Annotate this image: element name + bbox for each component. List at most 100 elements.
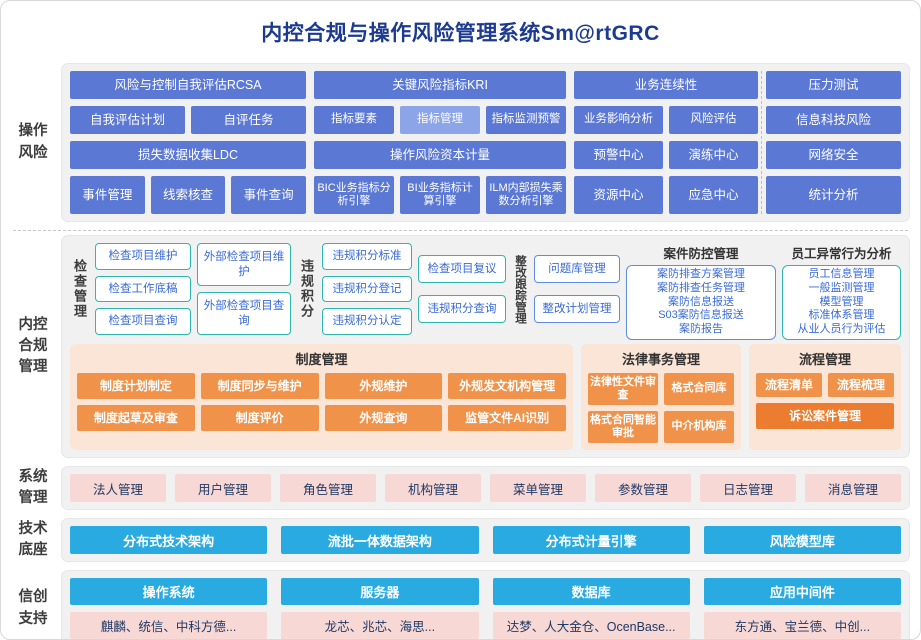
module-box: 流批一体数据架构: [281, 526, 479, 554]
section-label-system-management: 系统管理: [11, 466, 55, 510]
category-header: 服务器: [281, 578, 479, 605]
module-box: 应急中心: [669, 176, 758, 214]
category-header: 应用中间件: [703, 578, 901, 605]
category-header: 操作系统: [70, 578, 268, 605]
vendor-list: 东方通、宝兰德、中创...: [703, 612, 901, 639]
module-box: 业务影响分析: [574, 106, 663, 134]
module-box: 整改计划管理: [534, 295, 620, 323]
xinchuang-grid: 操作系统 麒麟、统信、中科方德... 服务器 龙芯、兆芯、海思... 数据库 达…: [70, 578, 901, 639]
institution-grid: 制度计划制定 制度同步与维护 外规维护 外规发文机构管理 制度起草及审查 制度评…: [77, 373, 566, 431]
module-engine: BIC业务指标分析引擎: [314, 176, 394, 214]
technology-base-panel: 分布式技术架构 流批一体数据架构 分布式计量引擎 风险模型库: [61, 518, 910, 562]
process-row: 流程清单 流程梳理: [756, 373, 894, 397]
legal-affairs-panel: 法律事务管理 法律性文件审查 格式合同库 格式合同智能审批 中介机构库: [581, 344, 741, 450]
section-technology-base: 技术底座 分布式技术架构 流批一体数据架构 分布式计量引擎 风险模型库: [11, 518, 910, 562]
internal-control-panel: 检查管理 检查项目维护 检查工作底稿 检查项目查询 外部检查项目维护 外部检查项…: [61, 235, 910, 458]
op-right-column: 压力测试: [766, 71, 901, 99]
dashed-horizontal-divider: [13, 230, 908, 231]
module-box: 资源中心: [574, 176, 663, 214]
module-item: S03案防信息报送: [658, 309, 744, 322]
module-box: 分布式技术架构: [70, 526, 268, 554]
module-box: 统计分析: [766, 176, 901, 214]
section-operational-risk: 操作风险 风险与控制自我评估RCSA 关键风险指标KRI 业务连续性 压力测试: [11, 63, 910, 222]
module-item: 案防信息报送: [668, 295, 734, 308]
category-header: 数据库: [492, 578, 690, 605]
section-xinchuang-support: 信创支持 操作系统 麒麟、统信、中科方德... 服务器 龙芯、兆芯、海思... …: [11, 570, 910, 639]
kri-group: 指标要素 指标管理 指标监测预警: [314, 106, 566, 134]
module-box: 中介机构库: [664, 411, 734, 443]
module-box: 分布式计量引擎: [492, 526, 690, 554]
policy-area: 制度管理 制度计划制定 制度同步与维护 外规维护 外规发文机构管理 制度起草及审…: [70, 344, 901, 450]
module-item: 模型管理: [819, 295, 864, 308]
rcsa-group: 事件管理 线索核查 事件查询: [70, 176, 307, 214]
module-box: 指标监测预警: [486, 106, 566, 134]
module-box: 外规维护: [324, 373, 443, 399]
op-right-column: 信息科技风险: [766, 106, 901, 134]
module-box: 事件管理: [70, 176, 145, 214]
module-item: 案防排查任务管理: [657, 281, 745, 294]
module-box: 演练中心: [669, 141, 758, 169]
section-label-text: 操作风险: [18, 123, 48, 161]
module-item: 一般监测管理: [808, 281, 875, 294]
group-header-employee-behavior: 员工异常行为分析: [791, 247, 892, 261]
module-box: 法人管理: [70, 474, 166, 502]
module-box: 制度评价: [200, 405, 319, 431]
institution-management-panel: 制度管理 制度计划制定 制度同步与维护 外规维护 外规发文机构管理 制度起草及审…: [70, 344, 573, 450]
vendor-list: 龙芯、兆芯、海思...: [281, 612, 479, 639]
bc-group: 业务影响分析 风险评估: [574, 106, 758, 134]
module-box: 检查工作底稿: [95, 275, 191, 303]
module-box: 制度计划制定: [77, 373, 195, 399]
module-box: 外部检查项目维护: [197, 243, 291, 286]
rcsa-group: 风险与控制自我评估RCSA: [70, 71, 306, 99]
module-box: 风险模型库: [703, 526, 901, 554]
module-item: 案防排查方案管理: [657, 268, 745, 280]
vendor-list: 麒麟、统信、中科方德...: [70, 612, 268, 639]
module-box: 监管文件AI识别: [448, 405, 566, 431]
xinchuang-column-database: 数据库 达梦、人大金仓、OcenBase...: [492, 578, 690, 639]
violation-column: 违规积分标准 违规积分登记 违规积分认定: [322, 243, 412, 336]
module-box: 外部检查项目查询: [197, 292, 291, 335]
module-box: 外规发文机构管理: [448, 373, 566, 399]
module-box: 格式合同库: [664, 373, 734, 405]
page-title: 内控合规与操作风险管理系统Sm@rtGRC: [261, 22, 660, 45]
op-row-4: 事件管理 线索核查 事件查询 BIC业务指标分析引擎 BI业务指标计算引擎 IL…: [70, 176, 901, 214]
module-capital: 操作风险资本计量: [314, 141, 566, 169]
section-label-text: 信创支持: [18, 589, 48, 627]
op-row-3: 损失数据收集LDC 操作风险资本计量 预警中心 演练中心 网络安全: [70, 141, 901, 169]
module-bc-header: 业务连续性: [574, 71, 758, 99]
module-box: 菜单管理: [490, 474, 586, 502]
module-box: 角色管理: [280, 474, 376, 502]
kri-group: 关键风险指标KRI: [314, 71, 566, 99]
case-prevention-box: 案防排查方案管理 案防排查任务管理 案防信息报送 S03案防信息报送 案防报告: [626, 265, 776, 340]
section-label-internal-control: 内控合规管理: [11, 235, 55, 458]
legal-grid: 法律性文件审查 格式合同库 格式合同智能审批 中介机构库: [588, 373, 734, 443]
xinchuang-support-panel: 操作系统 麒麟、统信、中科方德... 服务器 龙芯、兆芯、海思... 数据库 达…: [61, 570, 910, 639]
section-internal-control: 内控合规管理 检查管理 检查项目维护 检查工作底稿 检查项目查询 外部检查项目维…: [11, 235, 910, 458]
op-row-2: 自我评估计划 自评任务 指标要素 指标管理 指标监测预警 业务影响分析 风险评估…: [70, 106, 901, 134]
dashed-vertical-divider: [761, 71, 762, 214]
module-box: 用户管理: [175, 474, 271, 502]
module-box: 检查项目复议: [418, 255, 506, 283]
module-rcsa-header: 风险与控制自我评估RCSA: [70, 71, 306, 99]
group-label-violation-points: 违规积分: [299, 259, 314, 319]
bc-group: 资源中心 应急中心: [574, 176, 758, 214]
module-box: 风险评估: [669, 106, 758, 134]
module-box: 自我评估计划: [70, 106, 185, 134]
module-item: 从业人员行为评估: [797, 323, 886, 335]
module-box: 事件查询: [231, 176, 307, 214]
op-row-1: 风险与控制自我评估RCSA 关键风险指标KRI 业务连续性 压力测试: [70, 71, 901, 99]
op-right-column: 统计分析: [766, 176, 901, 214]
bc-group: 预警中心 演练中心: [574, 141, 758, 169]
module-box: 机构管理: [385, 474, 481, 502]
module-box: 预警中心: [574, 141, 663, 169]
operational-risk-panel: 风险与控制自我评估RCSA 关键风险指标KRI 业务连续性 压力测试 自我评估计…: [61, 63, 910, 222]
review-column: 检查项目复议 违规积分查询: [418, 243, 506, 335]
inspection-column: 检查项目维护 检查工作底稿 检查项目查询: [95, 243, 191, 336]
module-engine: BI业务指标计算引擎: [400, 176, 480, 214]
employee-behavior-group: 员工异常行为分析 员工信息管理 一般监测管理 模型管理 标准体系管理 从业人员行…: [782, 243, 901, 340]
group-header-process: 流程管理: [798, 352, 851, 367]
module-item: 员工信息管理: [808, 268, 875, 280]
section-label-text: 内控合规管理: [18, 316, 48, 375]
module-engine: ILM内部损失乘数分析引擎: [486, 176, 566, 214]
module-box: 线索核查: [150, 176, 226, 214]
